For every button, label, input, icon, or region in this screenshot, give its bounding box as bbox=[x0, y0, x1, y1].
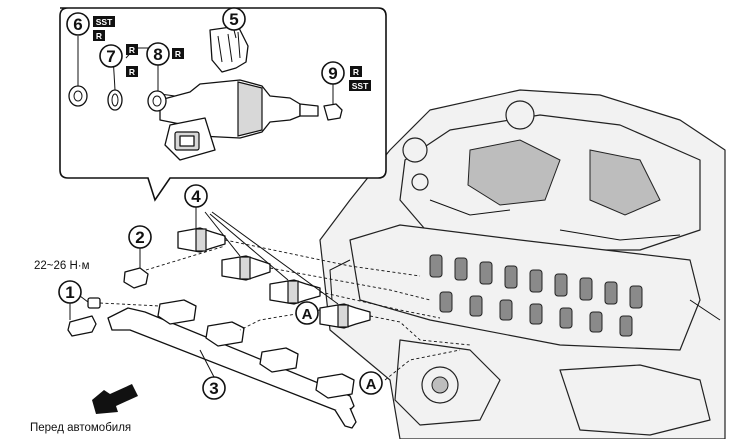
callout-9: 9 bbox=[321, 61, 345, 85]
injector-1 bbox=[177, 227, 226, 253]
callout-2: 2 bbox=[128, 225, 152, 249]
leader-4 bbox=[195, 207, 339, 305]
callout-5: 5 bbox=[222, 7, 246, 31]
bolt-1 bbox=[67, 295, 101, 337]
svg-text:R: R bbox=[129, 67, 135, 77]
svg-text:R: R bbox=[175, 49, 181, 59]
callout-7: 7 bbox=[99, 44, 123, 68]
tag-r-9: R bbox=[350, 66, 362, 77]
svg-text:2: 2 bbox=[135, 228, 144, 247]
svg-text:1: 1 bbox=[65, 283, 74, 302]
detail-inset bbox=[59, 7, 387, 202]
tag-sst-9: SST bbox=[349, 80, 371, 91]
tag-r-7b: R bbox=[126, 66, 138, 77]
svg-text:A: A bbox=[366, 376, 377, 393]
injector-detail bbox=[159, 79, 319, 161]
seal-9 bbox=[323, 103, 343, 121]
front-arrow-icon bbox=[92, 384, 138, 414]
callout-8: 8 bbox=[146, 42, 170, 66]
tag-r-8: R bbox=[172, 48, 184, 59]
engine-block bbox=[319, 89, 726, 439]
svg-text:5: 5 bbox=[229, 10, 238, 29]
svg-text:SST: SST bbox=[96, 17, 113, 27]
tag-sst-6: SST bbox=[93, 16, 115, 27]
svg-text:A: A bbox=[302, 306, 313, 323]
svg-text:R: R bbox=[129, 45, 135, 55]
svg-text:R: R bbox=[96, 31, 102, 41]
svg-text:3: 3 bbox=[209, 379, 218, 398]
injector-3 bbox=[269, 279, 321, 305]
svg-text:7: 7 bbox=[106, 47, 115, 66]
front-label: Перед автомобиля bbox=[30, 422, 131, 434]
ref-a-upper: A bbox=[295, 301, 319, 325]
svg-text:4: 4 bbox=[191, 187, 201, 206]
svg-text:SST: SST bbox=[352, 81, 369, 91]
tag-r-7a: R bbox=[126, 44, 138, 55]
callout-3: 3 bbox=[202, 376, 226, 400]
svg-text:8: 8 bbox=[153, 45, 162, 64]
fuel-rail bbox=[107, 299, 357, 429]
injector-2 bbox=[221, 255, 271, 281]
torque-label: 22~26 Н·м bbox=[34, 260, 90, 272]
ref-a-lower: A bbox=[359, 371, 383, 395]
injector-4 bbox=[319, 303, 371, 329]
svg-text:9: 9 bbox=[328, 64, 337, 83]
svg-text:6: 6 bbox=[73, 15, 82, 34]
bolt-2 bbox=[123, 248, 149, 289]
intake-ports bbox=[429, 254, 643, 337]
callout-6: 6 bbox=[66, 12, 90, 36]
callout-1: 1 bbox=[58, 280, 82, 304]
callout-4: 4 bbox=[184, 184, 208, 208]
tag-r-6: R bbox=[93, 30, 105, 41]
svg-text:R: R bbox=[353, 67, 359, 77]
routing-lines bbox=[99, 239, 471, 381]
